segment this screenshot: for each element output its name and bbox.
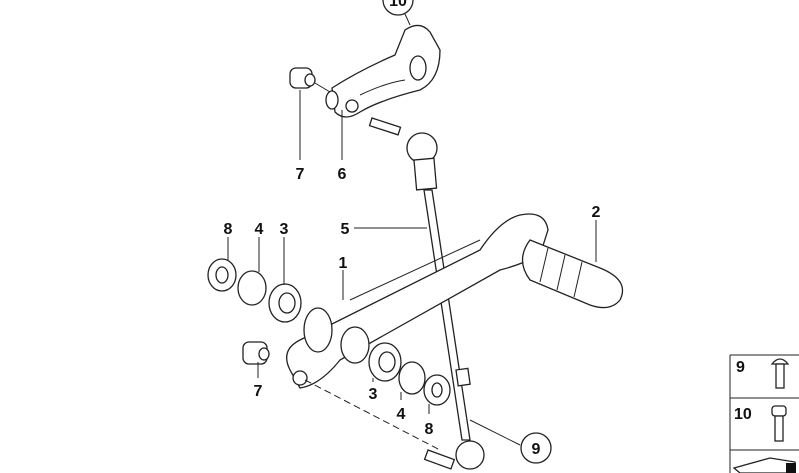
screw-icon xyxy=(770,358,790,389)
svg-text:10: 10 xyxy=(734,406,752,423)
circlip-4-left xyxy=(237,270,267,306)
callout-7-lower[interactable]: 7 xyxy=(254,383,263,400)
callout-2[interactable]: 2 xyxy=(592,204,601,221)
torx-bolt-icon xyxy=(771,405,787,442)
shift-lever xyxy=(286,213,549,389)
callout-8-left[interactable]: 8 xyxy=(224,221,233,238)
washer-8-lower xyxy=(423,374,451,406)
part-shape-icon xyxy=(732,457,796,473)
bushing-6 xyxy=(325,90,339,110)
svg-text:9: 9 xyxy=(532,441,541,458)
callout-4-lower[interactable]: 4 xyxy=(397,406,406,423)
callout-1[interactable]: 1 xyxy=(339,255,348,272)
bearing-3-lower xyxy=(368,342,402,382)
shift-arm-upper xyxy=(331,24,441,118)
callout-4-left[interactable]: 4 xyxy=(255,221,264,238)
circlip-4-lower xyxy=(398,361,426,395)
svg-text:9: 9 xyxy=(736,359,745,376)
svg-text:10: 10 xyxy=(389,0,407,10)
nut-lower xyxy=(242,341,270,365)
bearing-3-left xyxy=(268,283,302,323)
callout-9-circled[interactable]: 9 xyxy=(520,432,552,464)
ball-joint-upper xyxy=(368,117,438,191)
leader-lines xyxy=(227,90,597,446)
side-panel: 9 10 xyxy=(729,354,799,473)
callout-3-lower[interactable]: 3 xyxy=(369,386,378,403)
ball-joint-lower xyxy=(423,440,485,470)
callout-8-lower[interactable]: 8 xyxy=(425,421,434,438)
footpeg xyxy=(521,239,624,309)
washer-8-left xyxy=(207,258,237,292)
nut-upper xyxy=(289,67,331,93)
callout-10-top[interactable]: 10 xyxy=(382,0,414,26)
side-item-10[interactable]: 10 xyxy=(734,405,787,442)
callout-6[interactable]: 6 xyxy=(338,166,347,183)
callout-3-left[interactable]: 3 xyxy=(280,221,289,238)
side-item-9[interactable]: 9 xyxy=(736,358,790,389)
callout-5[interactable]: 5 xyxy=(341,221,350,238)
shift-rod xyxy=(423,189,471,441)
callout-7-upper[interactable]: 7 xyxy=(296,166,305,183)
